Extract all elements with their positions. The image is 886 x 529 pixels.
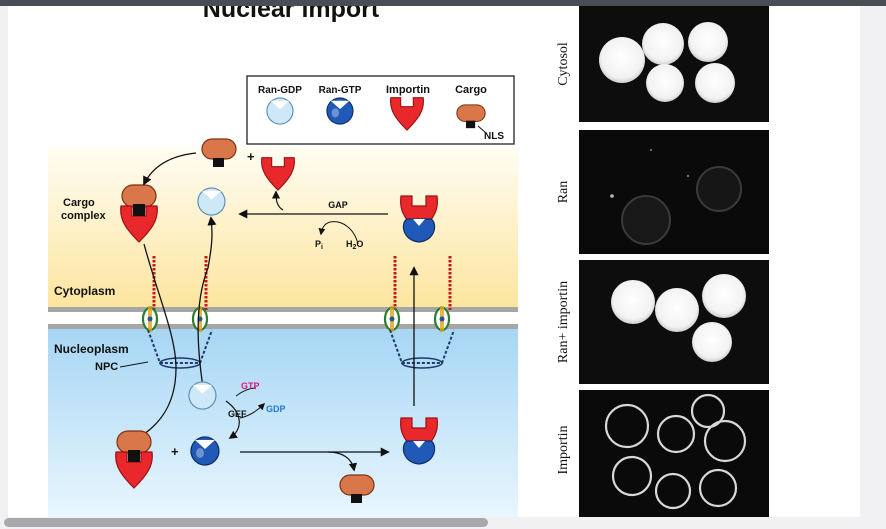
gap-label: GAP: [328, 200, 348, 210]
panel-label-ran: Ran: [556, 181, 571, 204]
gtp-label: GTP: [241, 381, 260, 391]
legend-ran-gtp-icon: [326, 97, 354, 125]
vertical-scrollbar-track[interactable]: [861, 6, 886, 517]
inner-nuclear-membrane: [48, 324, 518, 329]
ran-gdp-cytoplasm: [197, 187, 226, 216]
h2o-label: H2O: [346, 239, 363, 251]
gdp-label: GDP: [266, 404, 286, 414]
legend-ran-gdp-icon: [266, 97, 294, 125]
nucleoplasm-label: Nucleoplasm: [54, 342, 129, 356]
nucleoplasm-region: [48, 328, 518, 517]
outer-nuclear-membrane: [48, 307, 518, 312]
cargo-complex-label-line1: Cargo: [63, 197, 95, 209]
cytoplasm-label: Cytoplasm: [54, 284, 115, 298]
legend-ran-gtp-label: Ran-GTP: [319, 85, 362, 96]
micrograph-panels: Cytosol Ran Ran+ importin Importin: [556, 6, 769, 517]
panel-label-cytosol: Cytosol: [556, 42, 571, 86]
ran-gdp-nucleoplasm: [188, 381, 217, 410]
page: Nuclear import Ran-GDP Ran-GTP Importin …: [8, 6, 860, 517]
npc-label: NPC: [95, 361, 118, 373]
plus-sign-top: +: [247, 149, 255, 164]
legend-importin-label: Importin: [386, 84, 430, 96]
legend-ran-gdp-label: Ran-GDP: [258, 85, 302, 96]
legend-cargo-label: Cargo: [455, 84, 487, 96]
panel-label-ran-importin: Ran+ importin: [556, 281, 571, 363]
ran-gtp-nucleoplasm: [190, 436, 220, 466]
fg-filaments: [152, 256, 452, 310]
pi-label: Pi: [315, 239, 323, 251]
legend-box: Ran-GDP Ran-GTP Importin Cargo NLS: [246, 75, 515, 145]
page-title: Nuclear import: [203, 6, 380, 23]
nuclear-import-figure: Nuclear import Ran-GDP Ran-GTP Importin …: [48, 6, 769, 517]
cargo-complex-label-line2: complex: [61, 210, 107, 222]
plus-sign-bottom: +: [171, 444, 179, 459]
top-bar: [0, 0, 886, 6]
panel-label-importin: Importin: [556, 426, 571, 475]
horizontal-scrollbar-thumb[interactable]: [4, 518, 488, 527]
legend-nls-label: NLS: [484, 131, 504, 142]
